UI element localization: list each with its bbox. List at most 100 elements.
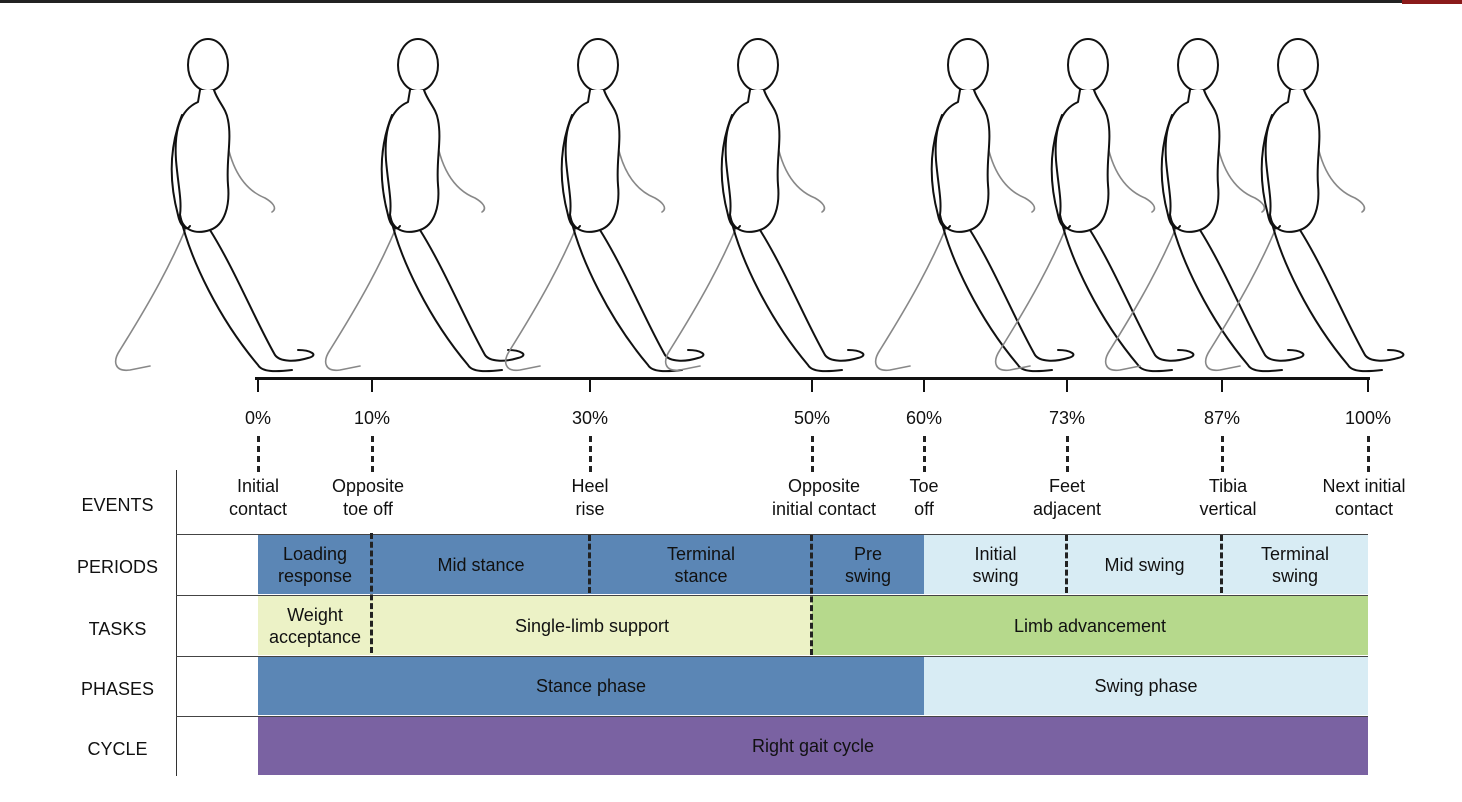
walking-figure	[504, 38, 705, 373]
top-border	[0, 0, 1462, 3]
event-text: contact	[228, 499, 288, 519]
walking-figure	[874, 38, 1075, 373]
divider-73	[1065, 535, 1068, 593]
cycle-label: Right gait cycle	[751, 736, 875, 756]
task-limb-advancement: Limb advancement	[812, 596, 1368, 655]
percent-label: 73%	[1048, 408, 1086, 428]
row-label-events: EVENTS	[81, 495, 154, 515]
event-text: Tibia	[1208, 476, 1248, 496]
event-text: Heel	[571, 476, 609, 496]
period-label: stance	[674, 565, 728, 586]
percent-connector	[1066, 436, 1069, 472]
task-label: Single-limb support	[514, 615, 670, 636]
period-label: Loading	[282, 543, 348, 564]
percent-connector	[923, 436, 926, 472]
row-label-cycle: CYCLE	[87, 739, 148, 759]
percent-label: 10%	[353, 408, 391, 428]
event-text: adjacent	[1032, 499, 1102, 519]
walking-figure	[114, 38, 315, 373]
row-label-phases: PHASES	[80, 679, 155, 699]
event-text: initial contact	[771, 499, 877, 519]
cycle-right-gait: Right gait cycle	[258, 717, 1368, 775]
row-divider	[176, 595, 1368, 596]
walking-figure	[324, 38, 525, 373]
percent-label: 0%	[244, 408, 271, 428]
event-label: Initial contact	[173, 475, 343, 521]
phase-label: Swing phase	[1094, 676, 1198, 696]
walking-figure	[994, 38, 1195, 373]
percent-connector	[1367, 436, 1370, 472]
phase-stance: Stance phase	[258, 657, 924, 715]
period-label: swing	[844, 565, 892, 586]
percent-label: 100%	[1344, 408, 1392, 428]
period-mid-stance: Mid stance	[372, 535, 590, 594]
task-label: Weight	[287, 604, 343, 625]
percent-connector	[257, 436, 260, 472]
percent-label: 30%	[571, 408, 609, 428]
event-text: Opposite	[331, 476, 405, 496]
period-mid-swing: Mid swing	[1067, 535, 1222, 594]
event-text: Toe	[909, 476, 939, 496]
percent-label: 50%	[793, 408, 831, 428]
event-text: Feet	[1048, 476, 1086, 496]
phase-label: Stance phase	[535, 676, 647, 696]
divider-87	[1220, 535, 1223, 593]
percent-tick	[811, 378, 813, 392]
walking-figures-illustration	[114, 38, 1405, 373]
period-label: Mid stance	[437, 554, 525, 575]
period-label: Pre	[853, 543, 882, 564]
row-divider	[176, 534, 1368, 535]
period-label: Initial	[974, 543, 1017, 564]
event-text: Opposite	[787, 476, 861, 496]
period-label: Mid swing	[1104, 554, 1185, 575]
row-divider	[176, 656, 1368, 657]
percent-tick	[1367, 378, 1369, 392]
walking-figure	[1204, 38, 1405, 373]
task-label: Limb advancement	[1013, 615, 1167, 636]
period-label: Terminal	[1260, 543, 1330, 564]
period-label: Terminal	[666, 543, 736, 564]
event-text: contact	[1334, 499, 1394, 519]
phase-swing: Swing phase	[924, 657, 1368, 715]
percent-tick	[371, 378, 373, 392]
row-label-periods: PERIODS	[76, 557, 159, 577]
period-label: swing	[972, 565, 1019, 586]
row-label-divider	[176, 470, 177, 776]
task-single-limb-support: Single-limb support	[372, 596, 812, 655]
percent-tick	[589, 378, 591, 392]
event-text: toe off	[343, 499, 393, 519]
percent-label: 60%	[905, 408, 943, 428]
event-text: off	[914, 499, 934, 519]
event-label: Next initial contact	[1279, 475, 1449, 521]
event-text: rise	[575, 499, 605, 519]
percent-connector	[1221, 436, 1224, 472]
percent-connector	[371, 436, 374, 472]
event-text: Initial	[236, 476, 280, 496]
divider-50	[810, 535, 813, 655]
percent-label: 87%	[1203, 408, 1241, 428]
event-label: Opposite initial contact	[739, 475, 909, 521]
percent-tick	[923, 378, 925, 392]
event-text: Next initial	[1322, 476, 1406, 496]
divider-30	[588, 535, 591, 593]
percent-tick	[257, 378, 259, 392]
percent-tick	[1066, 378, 1068, 392]
event-label: Feet adjacent	[982, 475, 1152, 521]
row-label-tasks: TASKS	[88, 619, 147, 639]
percent-tick	[1221, 378, 1223, 392]
divider-10	[370, 533, 373, 653]
row-divider	[176, 716, 1368, 717]
walking-figure	[664, 38, 865, 373]
period-label: response	[277, 565, 353, 586]
percent-connector	[589, 436, 592, 472]
top-border-accent	[1402, 0, 1462, 4]
event-label: Opposite toe off	[283, 475, 453, 521]
task-label: acceptance	[268, 626, 362, 647]
